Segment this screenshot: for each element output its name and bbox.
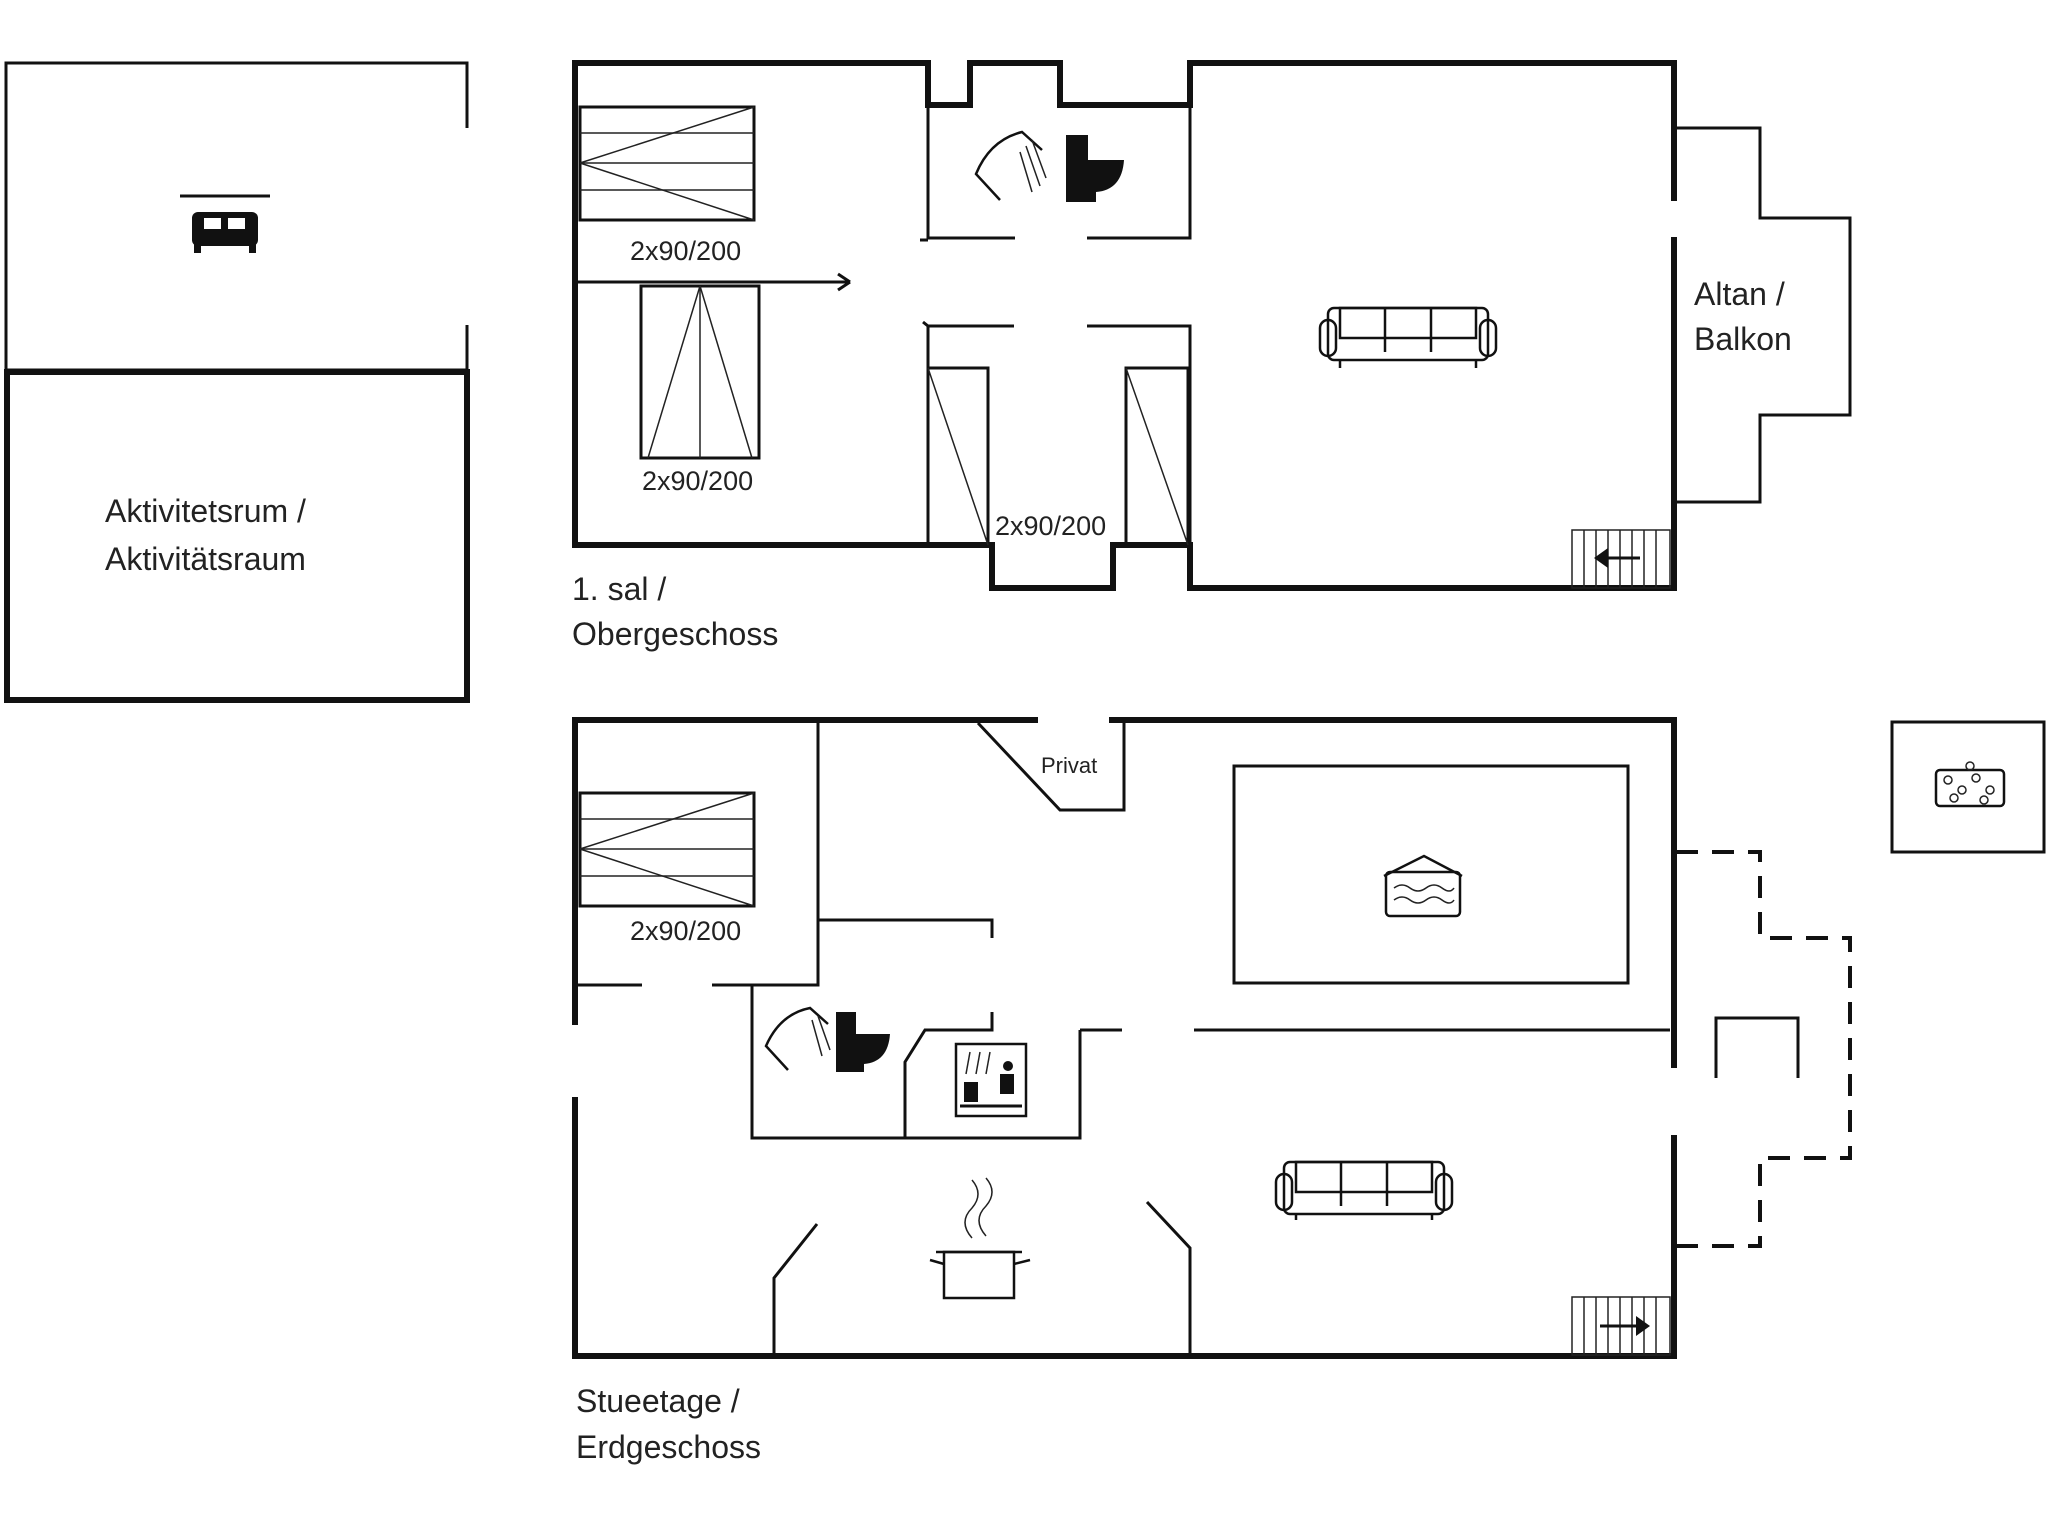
ground-floor-label-2: Erdgeschoss — [576, 1429, 761, 1465]
whirlpool-icon — [1934, 761, 2006, 808]
upper-floor-label-1: 1. sal / — [572, 571, 666, 607]
balcony-outline — [1676, 126, 1852, 504]
sofa-icon — [1318, 306, 1498, 368]
annex-bedroom — [4, 61, 469, 372]
annex-building: Aktivitetsrum / Aktivitätsraum — [4, 61, 470, 703]
shower-icon — [974, 130, 1047, 201]
ground-floor-label-1: Stueetage / — [576, 1383, 740, 1419]
upper-bed-c — [926, 366, 1190, 547]
indoor-pool-icon — [1383, 854, 1463, 918]
staircase-icon — [1571, 1296, 1671, 1356]
shower-icon — [764, 1006, 831, 1071]
upper-bed-a-label: 2x90/200 — [630, 236, 741, 266]
upper-bed-b — [639, 284, 761, 460]
balcony-label-2: Balkon — [1694, 321, 1792, 357]
toilet-icon — [836, 1012, 890, 1072]
staircase-icon — [1571, 529, 1671, 589]
activity-room — [4, 369, 470, 703]
activity-room-label-2: Aktivitätsraum — [105, 541, 306, 577]
upper-outer-wall — [572, 60, 1677, 591]
balcony-label-1: Altan / — [1694, 276, 1785, 312]
pool-room — [1232, 764, 1630, 985]
double-bed-icon — [180, 194, 270, 253]
terrace-outline — [1676, 850, 1852, 1248]
upper-bed-b-label: 2x90/200 — [642, 466, 753, 496]
ground-bed-a — [578, 791, 756, 908]
sauna-icon — [954, 1042, 1028, 1118]
cooking-pot-icon — [929, 1177, 1031, 1300]
ground-outer-wall — [572, 717, 1038, 1025]
toilet-icon — [1066, 135, 1124, 202]
sofa-icon — [1274, 1160, 1454, 1220]
upper-floor-label-2: Obergeschoss — [572, 616, 778, 652]
upper-bed-c-label: 2x90/200 — [995, 511, 1106, 541]
spa-area — [1890, 720, 2046, 854]
upper-bed-a — [578, 105, 756, 222]
ground-floor: Privat 2x90/200 — [572, 717, 1852, 1465]
ground-bed-a-label: 2x90/200 — [630, 916, 741, 946]
activity-room-label-1: Aktivitetsrum / — [105, 493, 306, 529]
private-room-label: Privat — [1041, 753, 1097, 778]
upper-floor: 2x90/200 2x90/200 2x90/200 — [572, 60, 1852, 652]
